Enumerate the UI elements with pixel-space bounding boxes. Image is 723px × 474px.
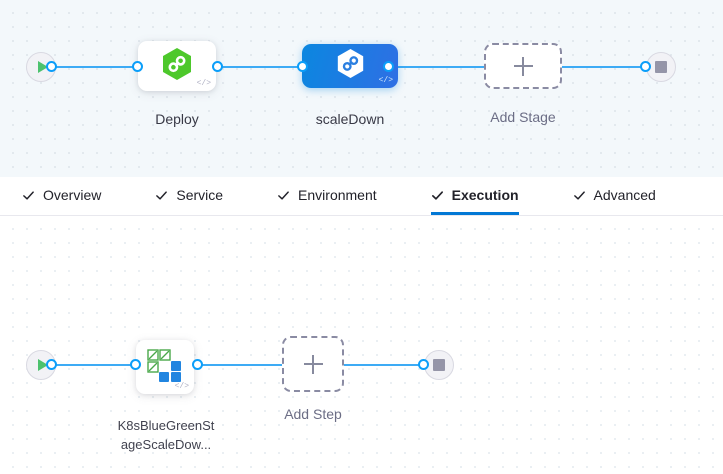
play-icon bbox=[37, 61, 48, 73]
tab-execution-label: Execution bbox=[451, 187, 519, 203]
step-start-port[interactable] bbox=[46, 359, 57, 370]
stop-icon bbox=[433, 359, 445, 371]
check-icon bbox=[23, 190, 34, 200]
tab-overview-label: Overview bbox=[43, 187, 102, 203]
stage-start-node[interactable] bbox=[26, 52, 56, 82]
stage-end-port[interactable] bbox=[640, 61, 651, 72]
scaledown-out-port[interactable] bbox=[383, 61, 394, 72]
stage-graph-canvas[interactable]: </> Deploy </> scaleDown bbox=[0, 0, 723, 177]
wire-start-to-k8sstep bbox=[46, 364, 148, 366]
check-icon bbox=[278, 190, 289, 200]
plus-icon bbox=[303, 354, 323, 374]
tab-advanced[interactable]: Advanced bbox=[573, 178, 656, 215]
k8sstep-code-badge[interactable]: </> bbox=[174, 382, 189, 391]
check-icon bbox=[156, 190, 168, 200]
tab-overview[interactable]: Overview bbox=[22, 178, 101, 215]
deploy-out-port[interactable] bbox=[212, 61, 223, 72]
stage-config-tabs: Overview Service Environment Execution A bbox=[0, 177, 723, 216]
stage-start-port[interactable] bbox=[46, 61, 57, 72]
tab-execution[interactable]: Execution bbox=[430, 178, 519, 215]
tab-environment-label: Environment bbox=[298, 187, 377, 203]
deploy-in-port[interactable] bbox=[132, 61, 143, 72]
k8sstep-label-line1: K8sBlueGreenSt bbox=[117, 418, 215, 433]
check-icon bbox=[573, 190, 585, 200]
wire-addstep-to-end bbox=[338, 364, 434, 366]
step-end-node[interactable] bbox=[424, 350, 454, 380]
deploy-node-label: Deploy bbox=[155, 111, 199, 127]
kubernetes-blue-green-icon bbox=[147, 348, 183, 387]
tab-environment[interactable]: Environment bbox=[277, 178, 377, 215]
harness-hexagon-icon bbox=[161, 47, 193, 86]
deploy-code-badge[interactable]: </> bbox=[196, 79, 211, 88]
add-stage-button[interactable] bbox=[484, 43, 562, 89]
add-step-label: Add Step bbox=[284, 406, 342, 422]
k8sstep-out-port[interactable] bbox=[192, 359, 203, 370]
stage-node-scaledown[interactable]: </> bbox=[302, 44, 398, 88]
tab-service-label: Service bbox=[176, 187, 224, 203]
execution-graph-canvas[interactable]: </> K8sBlueGreenSt ageScaleDow... Add St… bbox=[0, 216, 723, 474]
k8sstep-label-line2: ageScaleDow... bbox=[120, 437, 212, 452]
wire-deploy-to-scaledown bbox=[218, 66, 308, 68]
execution-node-k8sbluegreenstagescaledown[interactable]: </> bbox=[136, 340, 194, 394]
stop-icon bbox=[655, 61, 667, 73]
wire-scaledown-to-addstage bbox=[388, 66, 484, 68]
harness-hexagon-icon bbox=[336, 48, 365, 84]
scaledown-code-badge[interactable]: </> bbox=[378, 76, 393, 85]
play-icon bbox=[37, 359, 48, 371]
plus-icon bbox=[513, 56, 533, 76]
add-step-button[interactable] bbox=[282, 336, 344, 392]
tab-service[interactable]: Service bbox=[155, 178, 223, 215]
wire-k8sstep-to-addstep bbox=[196, 364, 286, 366]
scaledown-in-port[interactable] bbox=[297, 61, 308, 72]
stage-node-deploy[interactable]: </> bbox=[138, 41, 216, 91]
check-icon bbox=[431, 190, 443, 200]
step-end-port[interactable] bbox=[418, 359, 429, 370]
wire-start-to-deploy bbox=[46, 66, 146, 68]
k8sstep-in-port[interactable] bbox=[130, 359, 141, 370]
add-stage-label: Add Stage bbox=[490, 109, 556, 125]
tab-advanced-label: Advanced bbox=[593, 187, 656, 203]
wire-addstage-to-end bbox=[562, 66, 658, 68]
scaledown-node-label: scaleDown bbox=[315, 111, 385, 127]
stage-end-node[interactable] bbox=[646, 52, 676, 82]
